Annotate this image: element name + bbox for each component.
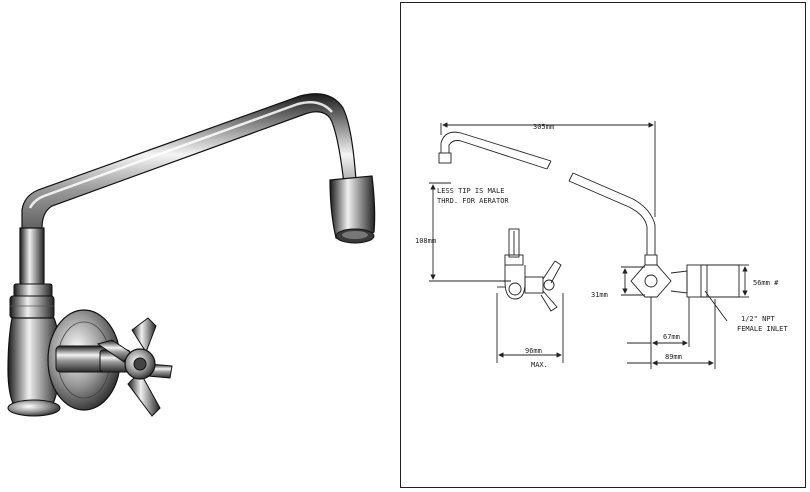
dim-label-67: 67mm (663, 333, 680, 341)
spout-tip-aerator (438, 152, 452, 164)
dim-label-96: 96mm (525, 347, 542, 355)
dim-label-305: 305mm (533, 123, 554, 131)
spout-outline-left (440, 131, 552, 170)
dim-label-108: 108mm (415, 237, 436, 245)
valve-stem (55, 345, 131, 373)
note-inlet-line1: 1/2" NPT (741, 315, 776, 323)
riser (19, 227, 45, 287)
side-view (496, 228, 564, 363)
inlet-leader (704, 290, 728, 322)
spout-arm (21, 93, 357, 269)
dim-label-96-max: MAX. (531, 361, 548, 369)
faucet-photo (7, 93, 376, 417)
swivel-nut (9, 283, 55, 319)
front-view (621, 254, 749, 369)
technical-drawing: 305mm LESS TIP IS MALE THRD. FOR AERATOR… (415, 121, 788, 369)
faucet-body (7, 317, 61, 417)
dim-label-56: 56mm # (753, 279, 779, 287)
dim-label-89: 89mm (665, 353, 682, 361)
spout-break-right (568, 172, 574, 182)
technical-drawing-panel: 305mm LESS TIP IS MALE THRD. FOR AERATOR… (400, 2, 806, 488)
spout-tip (329, 175, 376, 244)
note-tip-line2: THRD. FOR AERATOR (437, 197, 509, 205)
dim-label-31: 31mm (591, 291, 608, 299)
note-inlet-line2: FEMALE INLET (737, 325, 788, 333)
spout-break-left (546, 160, 552, 170)
spout-outline-right (568, 172, 656, 255)
cross-handle (96, 317, 173, 417)
note-tip-line1: LESS TIP IS MALE (437, 187, 504, 195)
